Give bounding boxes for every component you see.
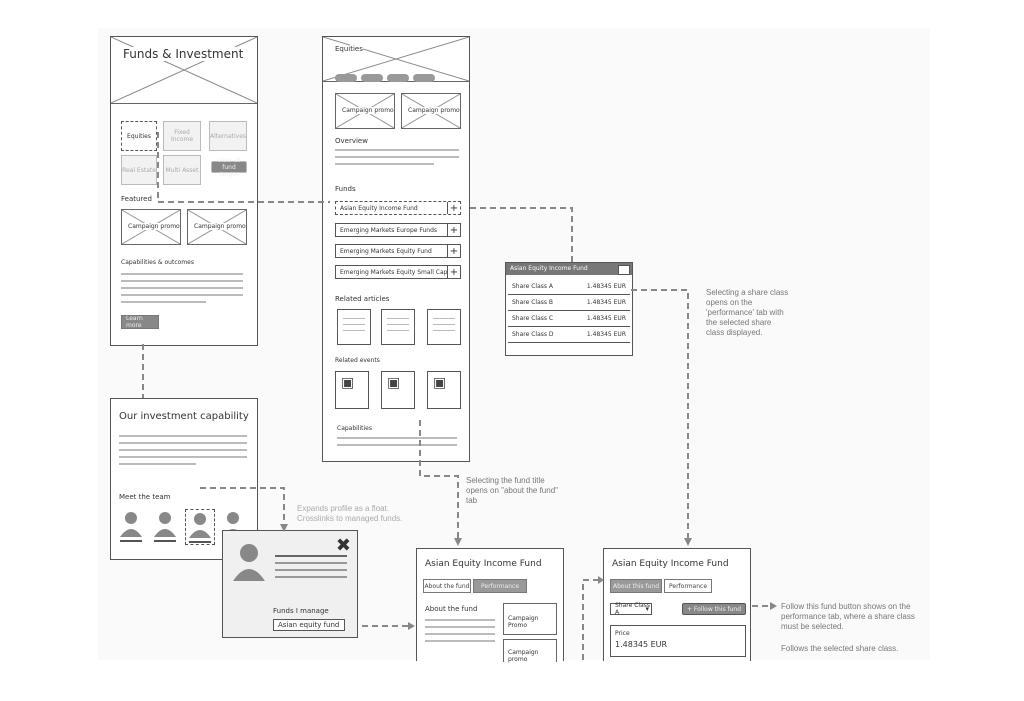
price-label: Price [615,630,630,637]
about-fund-text-lines [425,619,495,647]
share-class-select[interactable]: Share Class A▾ [610,602,652,616]
overview-label: Overview [335,137,368,145]
related-events-label: Related events [335,357,380,364]
capability-title: Our investment capability [119,411,249,422]
equities-page-title: Equities [335,45,363,53]
share-class-note: Selecting a share class opens on the 'pe… [706,288,789,337]
about-fund-heading: About the fund [425,605,478,613]
performance-page-title: Asian Equity Income Fund [612,559,729,569]
article-card-3[interactable] [427,309,461,345]
profile-text-lines [275,555,347,583]
capability-page-frame: Our investment capability Meet the team [110,398,258,560]
tile-fixed-income[interactable]: Fixed Income [163,121,201,151]
chevron-down-icon: ▾ [645,605,649,613]
fund-row-em-europe[interactable]: Emerging Markets Europe Funds+ [335,223,461,237]
featured-promo-1[interactable]: Campaign promo [121,209,181,245]
fund-row-em-equity[interactable]: Emerging Markets Equity Fund+ [335,244,461,258]
event-card-1[interactable]: ▣ [335,371,369,409]
capability-text-lines [119,435,247,470]
capabilities-label: Capabilities [337,425,372,432]
article-card-1[interactable] [337,309,371,345]
meet-team-label: Meet the team [119,493,171,501]
fund-title-note: Selecting the fund title opens on "about… [466,476,558,505]
tab-about-this-fund[interactable]: About this fund [610,579,662,593]
share-panel-header [506,263,632,275]
tab-performance[interactable]: Performance [473,579,527,593]
tile-multi-asset[interactable]: Multi Asset [163,155,201,185]
capabilities-outcomes-label: Capabilities & outcomes [121,259,194,266]
tab-about-the-fund[interactable]: About the fund [423,579,471,593]
team-member-avatar-selected[interactable] [185,509,215,545]
about-fund-page: Asian Equity Income Fund About the fund … [416,548,564,663]
equities-promo-1[interactable]: Campaign promo [335,93,395,129]
calendar-icon: ▣ [341,375,355,391]
event-card-3[interactable]: ▣ [427,371,461,409]
equities-filter-pills[interactable] [335,67,439,86]
featured-promo-2-label: Campaign promo [194,223,246,230]
calendar-icon: ▣ [433,375,447,391]
tile-alternatives[interactable]: Alternatives [209,121,247,151]
expand-plus-icon[interactable]: + [447,245,460,257]
capabilities-text-lines [121,273,243,308]
price-box: Price 1.48345 EUR [610,625,746,657]
tab-performance-active[interactable]: Performance [664,579,712,593]
featured-promo-1-label: Campaign promo [128,223,180,230]
capabilities-lines [337,437,457,451]
learn-more-button[interactable]: Learn more [121,315,159,329]
equities-page-frame: Equities Campaign promo Campaign promo O… [322,36,470,462]
expands-profile-note: Expands profile as a float. Crosslinks t… [297,504,403,523]
tile-real-estate[interactable]: Real Estate [121,155,157,185]
team-member-avatar[interactable] [151,509,179,543]
close-icon[interactable]: ✖ [335,535,351,556]
expand-plus-icon[interactable]: + [447,224,460,236]
funds-label: Funds [335,185,356,193]
featured-label: Featured [121,195,152,203]
featured-promo-2[interactable]: Campaign promo [187,209,247,245]
fund-row-asian-equity[interactable]: Asian Equity Income Fund+ [335,201,461,215]
performance-page: Asian Equity Income Fund About this fund… [603,548,751,661]
equities-promo-2-label: Campaign promo [408,107,460,114]
follows-share-class-note: Follows the selected share class. [781,644,899,653]
equities-promo-1-label: Campaign promo [342,107,394,114]
overview-text-lines [335,149,459,170]
profile-avatar [231,541,267,583]
price-value: 1.48345 EUR [615,640,668,649]
about-fund-title: Asian Equity Income Fund [425,559,542,569]
about-fund-promo-2[interactable]: Campaign promo [503,639,557,663]
article-card-2[interactable] [381,309,415,345]
related-articles-label: Related articles [335,295,390,303]
event-card-2[interactable]: ▣ [381,371,415,409]
equities-promo-2[interactable]: Campaign promo [401,93,461,129]
share-panel-title: Asian Equity Income Fund [510,265,588,272]
fund-row-em-small-cap[interactable]: Emerging Markets Equity Small Cap+ [335,265,461,279]
follow-button-note: Follow this fund button shows on the per… [781,602,915,631]
managed-fund-link[interactable]: Asian equity fund [273,619,345,631]
about-fund-promo-1[interactable]: Campaign Promo [503,603,557,635]
view-all-button[interactable]: View all fund ranges [211,157,247,178]
expand-plus-icon[interactable]: + [447,202,460,214]
funds-page-title: Funds & Investment [123,47,244,61]
funds-manage-label: Funds I manage [273,607,329,615]
tile-equities[interactable]: Equities [121,121,157,151]
expand-plus-icon[interactable]: + [447,266,460,278]
calendar-icon: ▣ [387,375,401,391]
funds-page-frame: Funds & Investment Equities Fixed Income… [110,36,258,346]
team-member-avatar[interactable] [117,509,145,543]
follow-fund-button[interactable]: + Follow this fund [682,603,746,615]
profile-float: ✖ Funds I manage Asian equity fund [222,530,358,638]
collapse-icon[interactable] [618,265,630,275]
